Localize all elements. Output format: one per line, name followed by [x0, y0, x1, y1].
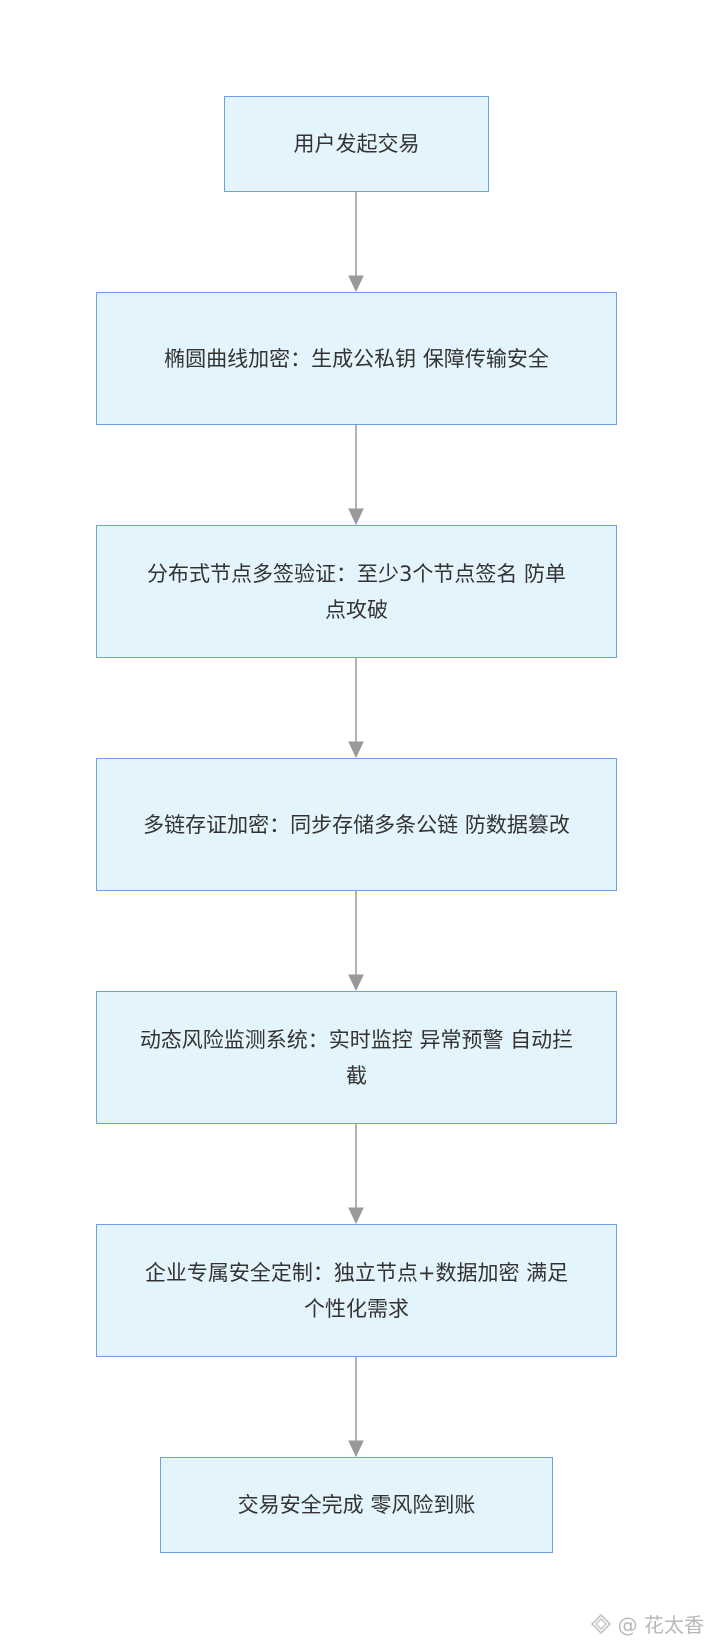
flow-node-start: 用户发起交易	[224, 96, 489, 192]
watermark: @ 花太香	[590, 1609, 704, 1638]
edge-monitor-enterprise	[348, 1124, 364, 1225]
flow-node-end: 交易安全完成 零风险到账	[160, 1457, 553, 1553]
edge-multichain-monitor	[348, 891, 364, 992]
logo-icon	[590, 1613, 611, 1634]
edge-enterprise-end	[348, 1357, 364, 1458]
watermark-text: @ 花太香	[617, 1613, 704, 1637]
edge-ecc-multisig	[348, 425, 364, 526]
edge-multisig-multichain	[348, 658, 364, 759]
edge-start-ecc	[348, 192, 364, 293]
flow-node-enterprise: 企业专属安全定制：独立节点+数据加密 满足个性化需求	[96, 1224, 617, 1357]
flow-node-multisig: 分布式节点多签验证：至少3个节点签名 防单点攻破	[96, 525, 617, 658]
flow-node-multichain: 多链存证加密：同步存储多条公链 防数据篡改	[96, 758, 617, 891]
flow-node-monitor: 动态风险监测系统：实时监控 异常预警 自动拦截	[96, 991, 617, 1124]
flow-node-ecc: 椭圆曲线加密：生成公私钥 保障传输安全	[96, 292, 617, 425]
